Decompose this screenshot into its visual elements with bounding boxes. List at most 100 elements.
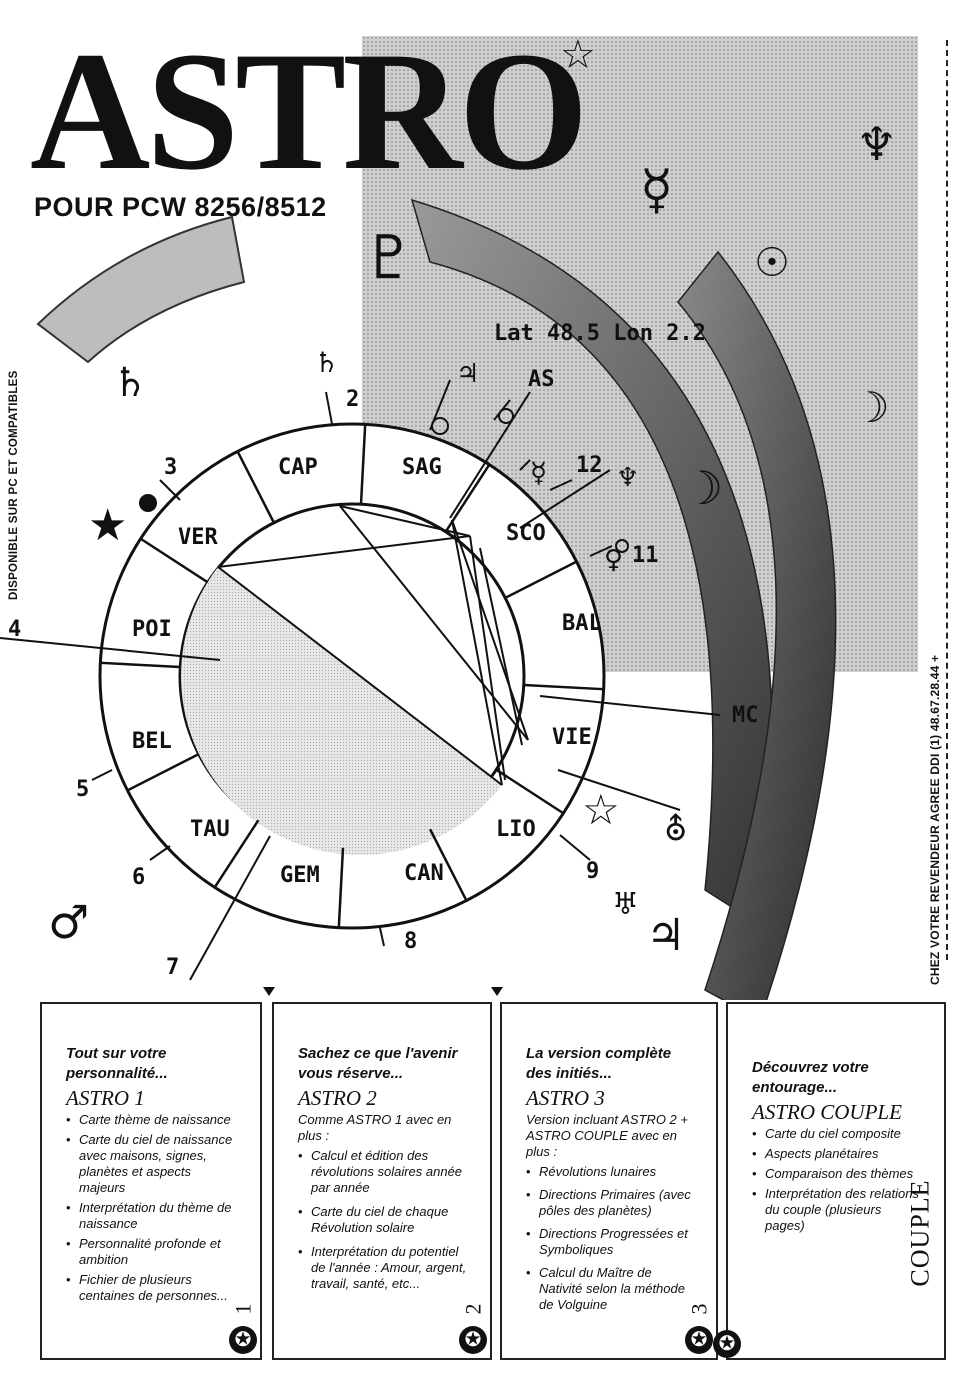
badge-icon: ✪ [713,1330,741,1358]
pluto-icon: ♇ [362,223,416,293]
list-item: Calcul et édition des révolutions solair… [298,1148,470,1196]
panel-astro-1: Tout sur votre personnalité... ASTRO 1 C… [40,1002,262,1360]
panel-astro-couple: Découvrez votre entourage... ASTRO COUPL… [713,1002,946,1360]
sign-vie: VIE [552,725,592,750]
coordinates: Lat 48.5 Lon 2.2 [494,321,706,346]
sign-gem: GEM [280,863,320,888]
pointer-icon [263,987,275,996]
sign-sco: SCO [506,521,546,546]
small-band [36,215,246,364]
badge-icon: ✪ [685,1326,713,1354]
wheel-spoke [523,683,604,691]
panel-number: 3 ✪ [684,1298,714,1354]
feature-list: Carte thème de naissance Carte du ciel d… [66,1112,240,1304]
sign-tau: TAU [190,817,230,842]
panel-number-digit: 1 [230,1303,255,1315]
panel-astro-2: Sachez ce que l'avenir vous réserve... A… [272,1002,492,1360]
house-9: 9 [586,859,599,884]
side-note-right: CHEZ VOTRE REVENDEUR AGREE DDI (1) 48.67… [928,654,942,985]
list-item: Comparaison des thèmes [752,1166,924,1182]
list-item: Fichier de plusieurs centaines de person… [66,1272,240,1304]
house-6: 6 [132,865,145,890]
jupiter-icon: ♃ [646,910,685,961]
list-item: Calcul du Maître de Nativité selon la mé… [526,1265,696,1313]
wheel-spoke [236,450,276,524]
astro-chart: CAP SAG SCO BAL VIE LIO CAN GEM TAU BEL … [0,32,897,1000]
house-3: 3 [164,455,177,480]
feature-list: Carte du ciel composite Aspects planétai… [752,1126,924,1234]
star-icon: ★ [88,500,127,551]
house-5: 5 [76,777,89,802]
sign-can: CAN [404,861,444,886]
panel-number: 2 ✪ [458,1298,488,1354]
wheel-spoke [428,828,468,902]
list-item: Interprétation du thème de naissance [66,1200,240,1232]
star-outline-icon: ☆ [582,785,620,834]
panel-lead: Découvrez votre entourage... [752,1059,869,1096]
panel-product-name: ASTRO 2 [298,1086,377,1110]
panel-lead: Sachez ce que l'avenir vous réserve... [298,1045,458,1082]
page-title: ASTRO [30,17,588,205]
panel-product-name: ASTRO 3 [526,1086,605,1110]
neptune-small-icon: ♆ [616,463,639,493]
list-item: Interprétation des relations du couple (… [752,1186,924,1234]
panel-number: 1 ✪ [228,1298,258,1354]
panel-astro-3: La version complète des initiés... ASTRO… [500,1002,718,1360]
mercury-icon: ☿ [640,158,673,221]
moon-icon: ☽ [852,383,890,432]
panel-number-word: COUPLE [905,1179,935,1287]
uranus-icon: ⛢ [664,810,687,848]
panel-intro: Version incluant ASTRO 2 + ASTRO COUPLE … [526,1112,688,1159]
panel-intro: Comme ASTRO 1 avec en plus : [298,1112,452,1143]
wheel-spoke [139,537,209,584]
list-item: Carte thème de naissance [66,1112,240,1128]
sign-cap: CAP [278,455,318,480]
mercury-small-icon: ☿ [530,456,547,489]
side-note-left: DISPONIBLE SUR PC ET COMPATIBLES [8,370,20,600]
sign-bal: BAL [562,611,602,636]
sign-ver: VER [178,525,218,550]
panel-product-name: ASTRO 1 [66,1086,145,1110]
panel-lead: La version complète des initiés... [526,1045,672,1082]
panel-lead: Tout sur votre personnalité... [66,1045,168,1082]
list-item: Aspects planétaires [752,1146,924,1162]
house-4: 4 [8,617,21,642]
star-outline-top-icon: ☆ [560,32,596,78]
panel-number-digit: 2 [460,1303,485,1315]
list-item: Carte du ciel de chaque Révolution solai… [298,1204,470,1236]
feature-list: Révolutions lunaires Directions Primaire… [526,1164,696,1313]
sign-poi: POI [132,617,172,642]
wheel-spoke [495,768,565,815]
panel-number: ✪ [712,1330,742,1358]
panel-product-name: ASTRO COUPLE [752,1100,902,1124]
list-item: Révolutions lunaires [526,1164,696,1180]
big-arc-outer [677,250,837,1000]
list-item: Directions Progressées et Symboliques [526,1226,696,1258]
sign-bel: BEL [132,729,172,754]
list-item: Directions Primaires (avec pôles des pla… [526,1187,696,1219]
wheel-spoke [100,661,181,669]
house-11: 11 [632,543,659,568]
house-2: 2 [346,387,359,412]
wheel-spoke [337,847,345,928]
sun-icon: ☉ [754,240,790,286]
badge-icon: ✪ [459,1326,487,1354]
venus-icon: ♀ [604,545,623,575]
saturn-icon: ♄ [112,360,148,406]
label-mc: MC [732,703,759,728]
wheel-spoke [359,424,367,505]
pointer-icon [491,987,503,996]
neptune-icon: ♆ [856,117,897,171]
badge-icon: ✪ [229,1326,257,1354]
list-item: Personnalité profonde et ambition [66,1236,240,1268]
wheel-spoke [126,752,200,792]
uranus-small-icon: ♅ [612,887,639,922]
wheel-spoke [504,560,578,600]
page-subtitle: POUR PCW 8256/8512 [34,192,327,222]
mars-icon: ♂ [48,895,89,949]
panel-number-digit: 3 [686,1303,711,1315]
house-8: 8 [404,929,417,954]
saturn-small-icon: ♄ [314,346,339,379]
wheel-spoke [213,819,260,889]
list-item: Carte du ciel composite [752,1126,924,1142]
